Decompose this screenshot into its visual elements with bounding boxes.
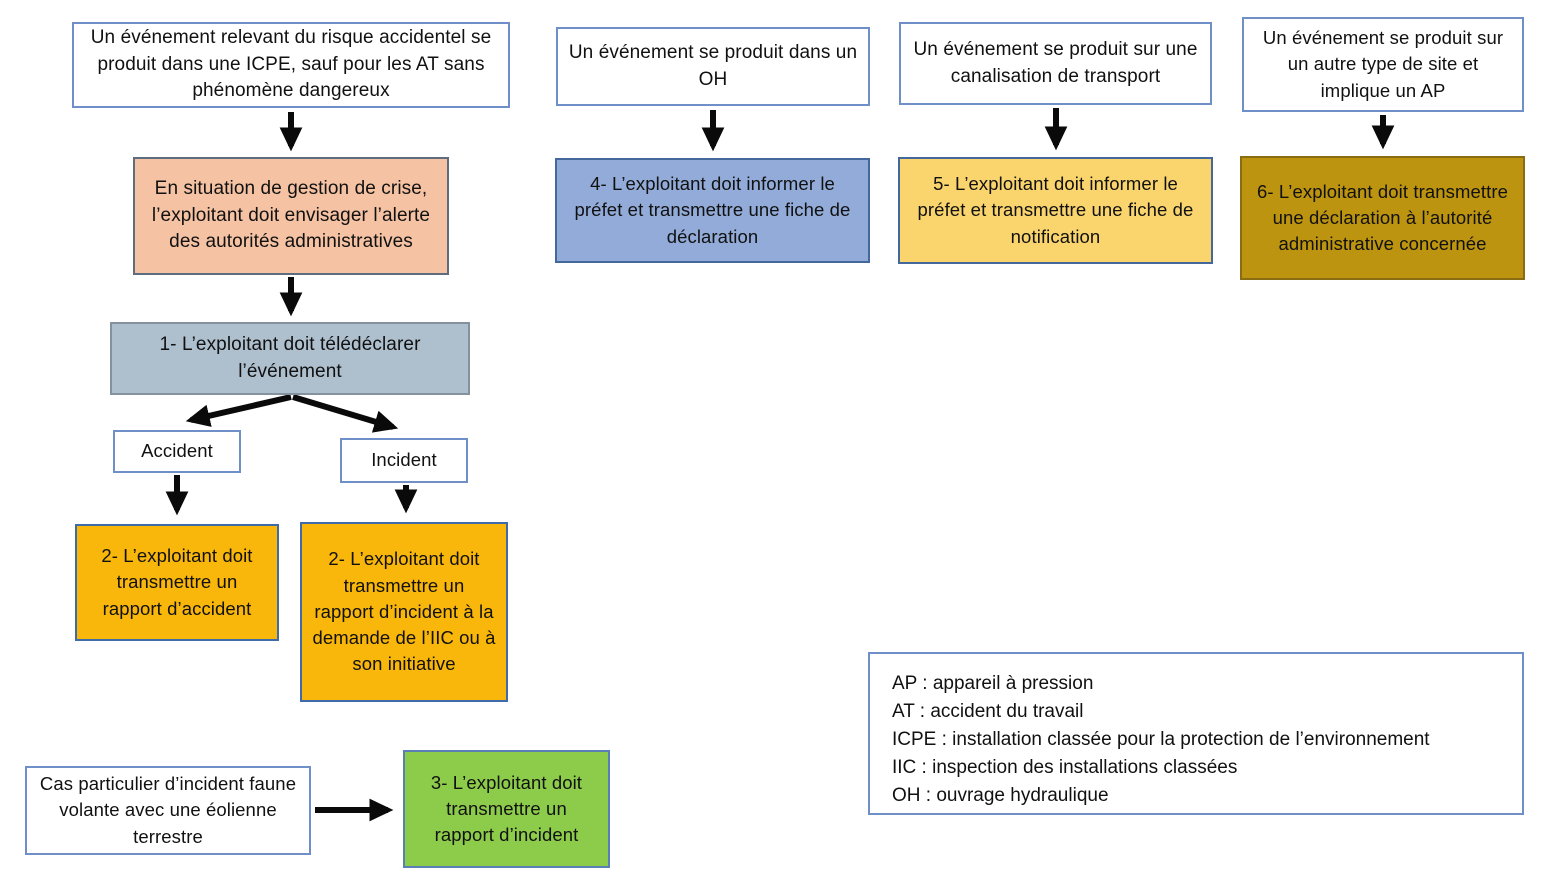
box-pipeline-event: Un événement se produit sur une canalisa…: [899, 22, 1212, 105]
box-step2-incident-report: 2- L’exploitant doit transmettre un rapp…: [300, 522, 508, 702]
legend-line-icpe: ICPE : installation classée pour la prot…: [892, 729, 1430, 750]
legend-line-ap: AP : appareil à pression: [892, 673, 1094, 694]
legend-line-at: AT : accident du travail: [892, 701, 1084, 722]
legend-abbreviations: AP : appareil à pression AT : accident d…: [868, 652, 1524, 815]
box-accident-label: Accident: [113, 430, 241, 473]
box-other-site-text: Un événement se produit sur un autre typ…: [1262, 27, 1504, 101]
box-step3-text: 3- L’exploitant doit transmettre un rapp…: [430, 771, 583, 846]
box-step1-teledeclare: 1- L’exploitant doit télédéclarer l’évén…: [110, 322, 470, 395]
box-accident-text: Accident: [141, 440, 213, 462]
box-incident-text: Incident: [371, 449, 437, 471]
box-step2-accident-text: 2- L’exploitant doit transmettre un rapp…: [101, 545, 253, 619]
box-incident-label: Incident: [340, 438, 468, 483]
box-step5-notification: 5- L’exploitant doit informer le préfet …: [898, 157, 1213, 264]
box-step2-accident-report: 2- L’exploitant doit transmettre un rapp…: [75, 524, 279, 641]
legend-line-iic: IIC : inspection des installations class…: [892, 757, 1238, 778]
box-oh-event-text: Un événement se produit dans un OH: [568, 41, 858, 90]
box-step5-text: 5- L’exploitant doit informer le préfet …: [917, 173, 1194, 247]
box-oh-event: Un événement se produit dans un OH: [556, 27, 870, 106]
arrow-step1-to-accident: [185, 394, 292, 427]
box-step1-text: 1- L’exploitant doit télédéclarer l’évén…: [159, 333, 421, 382]
box-crisis-alert-text: En situation de gestion de crise, l’expl…: [151, 177, 431, 253]
box-icpe-event: Un événement relevant du risque accident…: [72, 22, 510, 108]
box-fauna-special-case: Cas particulier d’incident faune volante…: [25, 766, 311, 855]
box-crisis-alert: En situation de gestion de crise, l’expl…: [133, 157, 449, 275]
box-step4-text: 4- L’exploitant doit informer le préfet …: [574, 173, 851, 247]
box-step6-text: 6- L’exploitant doit transmettre une déc…: [1256, 180, 1509, 255]
box-pipeline-text: Un événement se produit sur une canalisa…: [913, 38, 1198, 87]
box-step2-incident-text: 2- L’exploitant doit transmettre un rapp…: [312, 548, 496, 675]
box-step6-declaration-authority: 6- L’exploitant doit transmettre une déc…: [1240, 156, 1525, 280]
box-step3-incident-report: 3- L’exploitant doit transmettre un rapp…: [403, 750, 610, 868]
box-icpe-event-text: Un événement relevant du risque accident…: [90, 26, 492, 102]
arrow-step1-to-incident: [292, 394, 399, 433]
box-fauna-text: Cas particulier d’incident faune volante…: [39, 773, 297, 847]
legend-line-oh: OH : ouvrage hydraulique: [892, 785, 1109, 806]
box-other-site-event: Un événement se produit sur un autre typ…: [1242, 17, 1524, 112]
box-step4-declaration: 4- L’exploitant doit informer le préfet …: [555, 158, 870, 263]
